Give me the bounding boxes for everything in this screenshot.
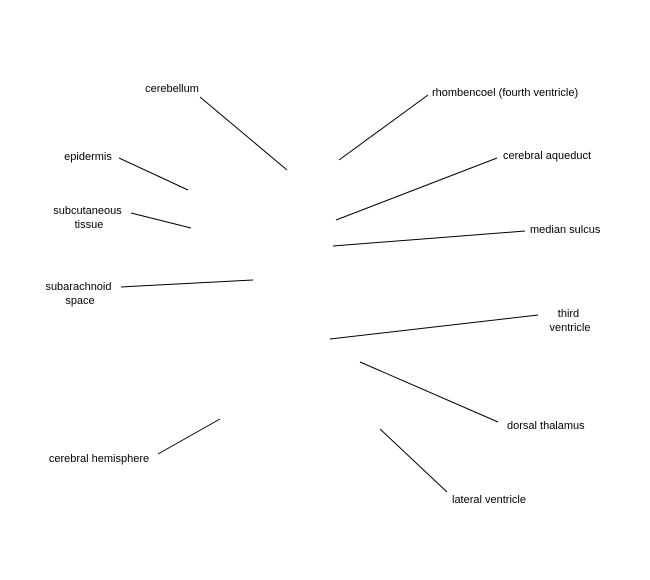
leader-line-cerebral-hemisphere [157,418,221,455]
label-epidermis: epidermis [64,151,112,163]
leader-line-subcutaneous-tissue [130,212,192,229]
label-dorsal-thalamus: dorsal thalamus [507,420,585,432]
label-subcutaneous-tissue: subcutaneous tissue [53,205,125,231]
label-cerebellum: cerebellum [145,83,199,95]
label-subarachnoid-space-line-1: subarachnoid [45,281,111,293]
leader-line-median-sulcus [332,230,526,247]
label-subcutaneous-tissue-line-2: tissue [75,219,104,231]
leader-line-rhombencoel [338,94,429,161]
label-subarachnoid-space: subarachnoid space [45,281,114,307]
label-third-ventricle-line-2: ventricle [550,322,591,334]
label-rhombencoel: rhombencoel (fourth ventricle) [432,87,578,99]
label-subcutaneous-tissue-line-1: subcutaneous [53,205,122,217]
label-third-ventricle-line-1: third [558,308,579,320]
label-cerebral-aqueduct: cerebral aqueduct [503,150,591,162]
leader-line-dorsal-thalamus [359,361,499,423]
label-median-sulcus: median sulcus [530,224,601,236]
label-lateral-ventricle: lateral ventricle [452,494,526,506]
leader-line-lateral-ventricle [379,428,448,493]
label-subarachnoid-space-line-2: space [65,295,94,307]
leader-line-epidermis [118,157,189,191]
leader-line-third-ventricle [329,314,539,340]
leader-line-cerebellum [199,96,288,171]
label-third-ventricle: third ventricle [550,308,591,334]
leader-line-cerebral-aqueduct [335,157,498,221]
label-cerebral-hemisphere: cerebral hemisphere [49,453,149,465]
leader-line-subarachnoid-space [120,279,254,288]
